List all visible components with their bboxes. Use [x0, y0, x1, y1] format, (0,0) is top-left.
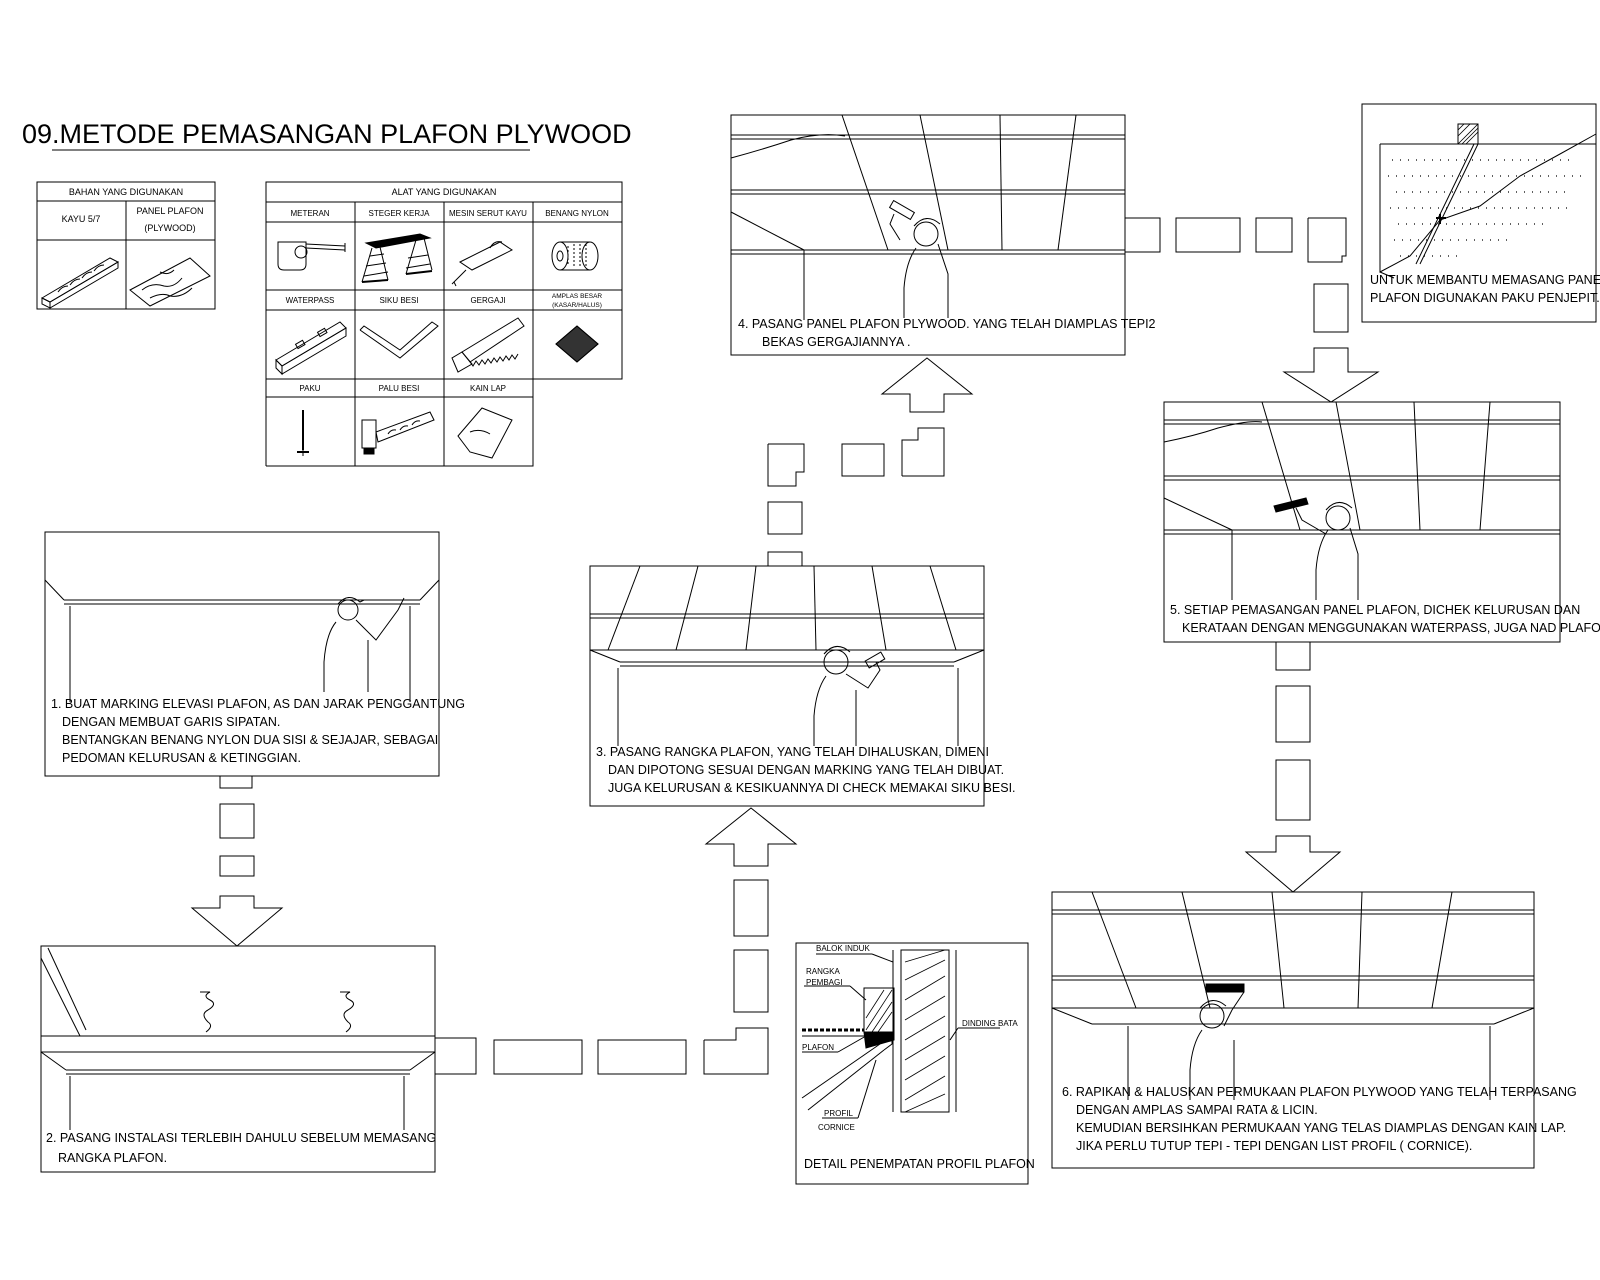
- label-balok-induk: BALOK INDUK: [816, 944, 870, 953]
- tool-amplas-sub: (KASAR/HALUS): [552, 302, 602, 309]
- hanger-icon: [200, 992, 214, 1032]
- nail-icon: [297, 410, 309, 456]
- timber-icon: [42, 258, 118, 308]
- waterpass-icon: [276, 322, 346, 374]
- material-panel: PANEL PLAFON: [136, 206, 203, 216]
- flow-1-to-2: [192, 776, 282, 946]
- label-rangka: RANGKA: [806, 967, 840, 976]
- tool-paku: PAKU: [299, 384, 320, 393]
- step5-panel: 5. SETIAP PEMASANGAN PANEL PLAFON, DICHE…: [1164, 402, 1600, 642]
- step3-caption: 3. PASANG RANGKA PLAFON, YANG TELAH DIHA…: [596, 745, 1016, 795]
- tool-benang: BENANG NYLON: [545, 209, 609, 218]
- tools-table: ALAT YANG DIGUNAKAN METERAN STEGER KERJA…: [266, 182, 622, 466]
- plywood-icon: [130, 258, 210, 306]
- page-title: 09.METODE PEMASANGAN PLAFON PLYWOOD: [22, 119, 632, 149]
- flow-2-to-3: [435, 808, 796, 1074]
- worker-figure: [890, 201, 948, 318]
- worker-figure: [324, 597, 404, 692]
- flow-4-to-5: [1125, 218, 1378, 402]
- nail-note-caption: UNTUK MEMBANTU MEMASANG PANEL PLAFON DIG…: [1370, 273, 1600, 305]
- nail-detail-panel: UNTUK MEMBANTU MEMASANG PANEL PLAFON DIG…: [1362, 104, 1600, 322]
- step2-panel: 2. PASANG INSTALASI TERLEBIH DAHULU SEBE…: [41, 946, 440, 1172]
- detail-caption: DETAIL PENEMPATAN PROFIL PLAFON: [804, 1157, 1035, 1171]
- hammer-icon: [362, 412, 434, 454]
- arrow-up-icon: [706, 808, 796, 866]
- nylon-spool-icon: [552, 242, 598, 270]
- arrow-down-icon: [1284, 348, 1378, 402]
- tape-measure-icon: [278, 242, 345, 270]
- step4-panel: 4. PASANG PANEL PLAFON PLYWOOD. YANG TEL…: [731, 115, 1159, 355]
- label-plafon: PLAFON: [802, 1043, 834, 1052]
- flow-5-to-6: [1246, 642, 1340, 892]
- concrete-texture: [1388, 160, 1584, 256]
- step3-panel: 3. PASANG RANGKA PLAFON, YANG TELAH DIHA…: [590, 566, 1016, 806]
- step5-caption: 5. SETIAP PEMASANGAN PANEL PLAFON, DICHE…: [1170, 603, 1600, 635]
- step4-caption: 4. PASANG PANEL PLAFON PLYWOOD. YANG TEL…: [738, 317, 1159, 349]
- arrow-up-icon: [882, 358, 972, 412]
- sandpaper-icon: [556, 326, 598, 362]
- flow-3-to-4: [768, 358, 972, 566]
- label-dinding: DINDING BATA: [962, 1019, 1018, 1028]
- tool-kain-lap: KAIN LAP: [470, 384, 506, 393]
- label-profil: PROFIL: [824, 1109, 853, 1118]
- tool-amplas: AMPLAS BESAR: [552, 293, 603, 300]
- material-panel-sub: (PLYWOOD): [144, 223, 195, 233]
- arrow-down-icon: [1246, 836, 1340, 892]
- profile-detail-panel: BALOK INDUK RANGKA PEMBAGI PLAFON PROFIL…: [796, 943, 1035, 1184]
- tool-gergaji: GERGAJI: [470, 296, 505, 305]
- tool-waterpass: WATERPASS: [286, 296, 335, 305]
- planer-icon: [452, 242, 512, 286]
- worker-figure: [814, 646, 885, 746]
- arrow-down-icon: [192, 896, 282, 946]
- tool-palu: PALU BESI: [379, 384, 420, 393]
- steel-square-icon: [360, 322, 438, 358]
- tool-meteran: METERAN: [290, 209, 329, 218]
- step6-panel: 6. RAPIKAN & HALUSKAN PERMUKAAN PLAFON P…: [1052, 892, 1580, 1168]
- material-kayu: KAYU 5/7: [62, 214, 101, 224]
- label-cornice: CORNICE: [818, 1123, 855, 1132]
- rag-icon: [458, 408, 512, 458]
- step6-caption: 6. RAPIKAN & HALUSKAN PERMUKAAN PLAFON P…: [1062, 1085, 1580, 1153]
- materials-table: BAHAN YANG DIGUNAKAN KAYU 5/7 PANEL PLAF…: [37, 182, 215, 309]
- tools-header: ALAT YANG DIGUNAKAN: [392, 187, 497, 197]
- worker-figure: [1190, 984, 1244, 1100]
- hanger-icon: [340, 992, 354, 1032]
- tool-steger: STEGER KERJA: [369, 209, 431, 218]
- step1-caption: 1. BUAT MARKING ELEVASI PLAFON, AS DAN J…: [51, 697, 468, 765]
- label-pembagi: PEMBAGI: [806, 978, 842, 987]
- saw-icon: [452, 318, 524, 372]
- step2-caption: 2. PASANG INSTALASI TERLEBIH DAHULU SEBE…: [46, 1131, 440, 1165]
- worker-figure: [1274, 498, 1358, 600]
- materials-header: BAHAN YANG DIGUNAKAN: [69, 187, 183, 197]
- step1-panel: 1. BUAT MARKING ELEVASI PLAFON, AS DAN J…: [45, 532, 468, 776]
- tool-siku: SIKU BESI: [379, 296, 418, 305]
- tool-mesin-serut: MESIN SERUT KAYU: [449, 209, 527, 218]
- trestle-icon: [362, 234, 432, 282]
